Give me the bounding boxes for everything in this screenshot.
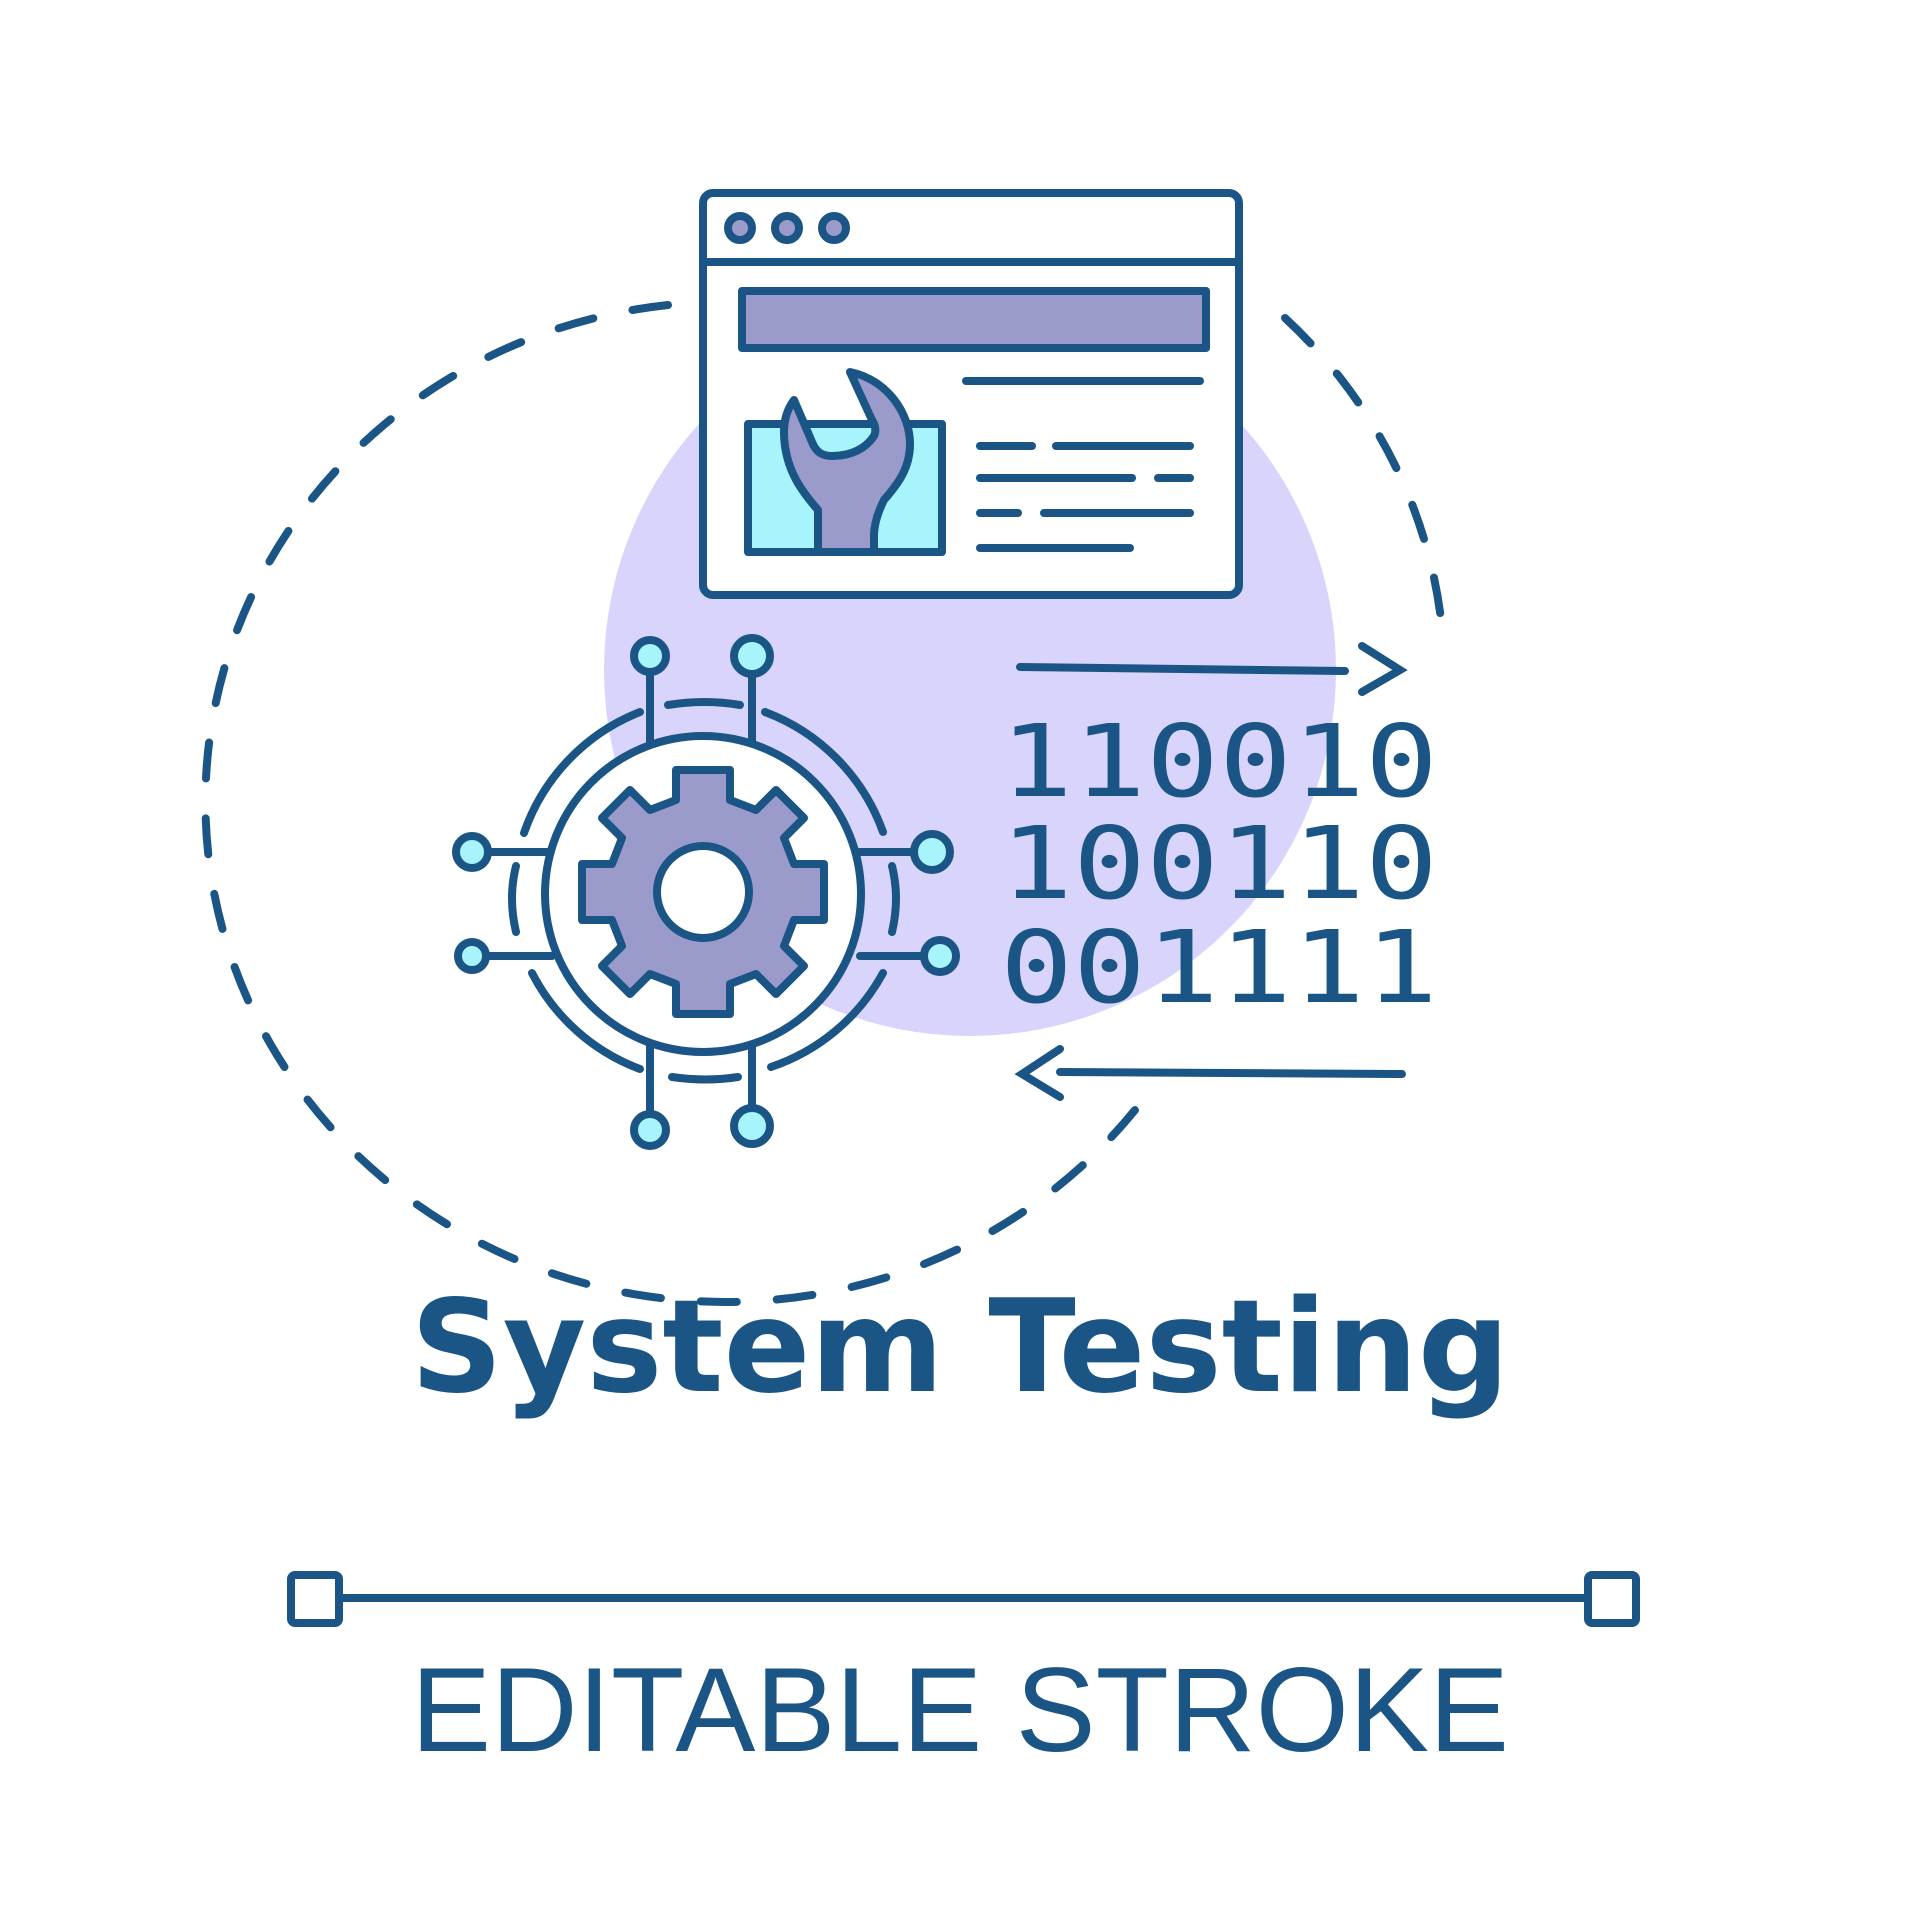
arrow-left-line: [1056, 1068, 1406, 1078]
arrow-right-line: [1016, 663, 1349, 675]
binary-row-1: 110010: [1000, 703, 1438, 820]
gear-hole: [653, 842, 753, 942]
window-dot-2: [771, 212, 803, 244]
window-dot-3: [818, 212, 850, 244]
editable-stroke-line: [287, 1571, 1640, 1627]
circuit-node-icon: [452, 634, 960, 1150]
arrow-left-head: [1014, 1045, 1064, 1101]
gear-outer-arcs: [508, 698, 900, 1084]
circuit-lines: [484, 668, 928, 1118]
cycle-arrow-icon: [201, 301, 1446, 1306]
browser-window-icon: [699, 189, 1243, 599]
cycle-dashed-arc-right: [1281, 314, 1446, 632]
gear-circuit-group: [452, 634, 960, 1150]
browser-text-lines: [962, 377, 1204, 552]
arrow-right-head: [1358, 642, 1408, 696]
binary-code: 110010 100110 001111: [1000, 703, 1438, 1026]
page-subtitle: EDITABLE STROKE: [410, 1643, 1510, 1777]
stroke-handle-right: [1584, 1571, 1640, 1627]
cycle-dashed-arc: [201, 301, 1139, 1306]
browser-banner: [738, 287, 1210, 352]
wrench-icon: [780, 368, 914, 556]
binary-row-2: 100110: [1000, 805, 1438, 922]
window-dot-1: [724, 212, 756, 244]
page-title: System Testing: [410, 1273, 1510, 1422]
binary-row-3: 001111: [1000, 909, 1438, 1026]
stroke-handle-left: [287, 1571, 343, 1627]
